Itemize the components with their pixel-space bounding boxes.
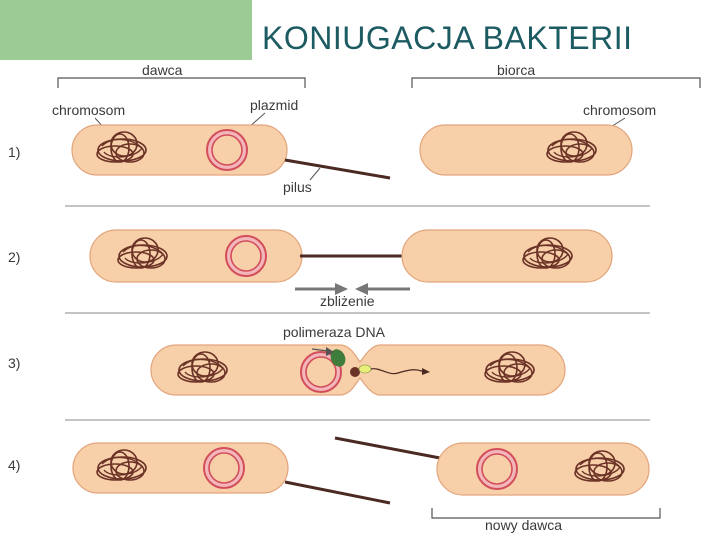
step-4-new-donor-cell	[436, 442, 650, 496]
chromosome-label-left: chromosom	[52, 102, 125, 118]
approach-arrows	[295, 283, 410, 295]
step-1-pilus	[284, 158, 391, 180]
step-2-recipient-cell	[401, 229, 613, 283]
step-3-label: 3)	[8, 355, 20, 371]
step-1-label: 1)	[8, 144, 20, 160]
step-1-recipient-cell	[419, 124, 633, 176]
recipient-bracket	[411, 77, 701, 88]
step-4-label: 4)	[8, 457, 20, 473]
plasmid-label: plazmid	[250, 97, 298, 113]
dna-polymerase-enzyme	[311, 347, 346, 367]
step-4-donor-cell	[72, 442, 289, 494]
transferred-dna-strand	[350, 364, 430, 377]
page-title: KONIUGACJA BAKTERII	[262, 20, 633, 56]
pilus-label: pilus	[283, 179, 312, 195]
new-donor-bracket	[431, 508, 661, 519]
step-2-donor-cell	[89, 229, 303, 283]
step-4-pilus-top	[334, 436, 441, 460]
step-1-donor-cell	[71, 124, 288, 176]
step-2-label: 2)	[8, 249, 20, 265]
chromosome-label-right: chromosom	[583, 102, 656, 118]
new-donor-label: nowy dawca	[485, 517, 562, 533]
donor-label: dawca	[142, 62, 183, 78]
donor-bracket	[57, 77, 306, 88]
approach-label: zbliżenie	[320, 293, 375, 309]
step-4-pilus-bottom	[284, 480, 391, 505]
header-color-block	[0, 0, 252, 60]
polymerase-label: polimeraza DNA	[283, 324, 386, 340]
pilus-pointer	[309, 167, 321, 181]
recipient-label: biorca	[497, 62, 535, 78]
